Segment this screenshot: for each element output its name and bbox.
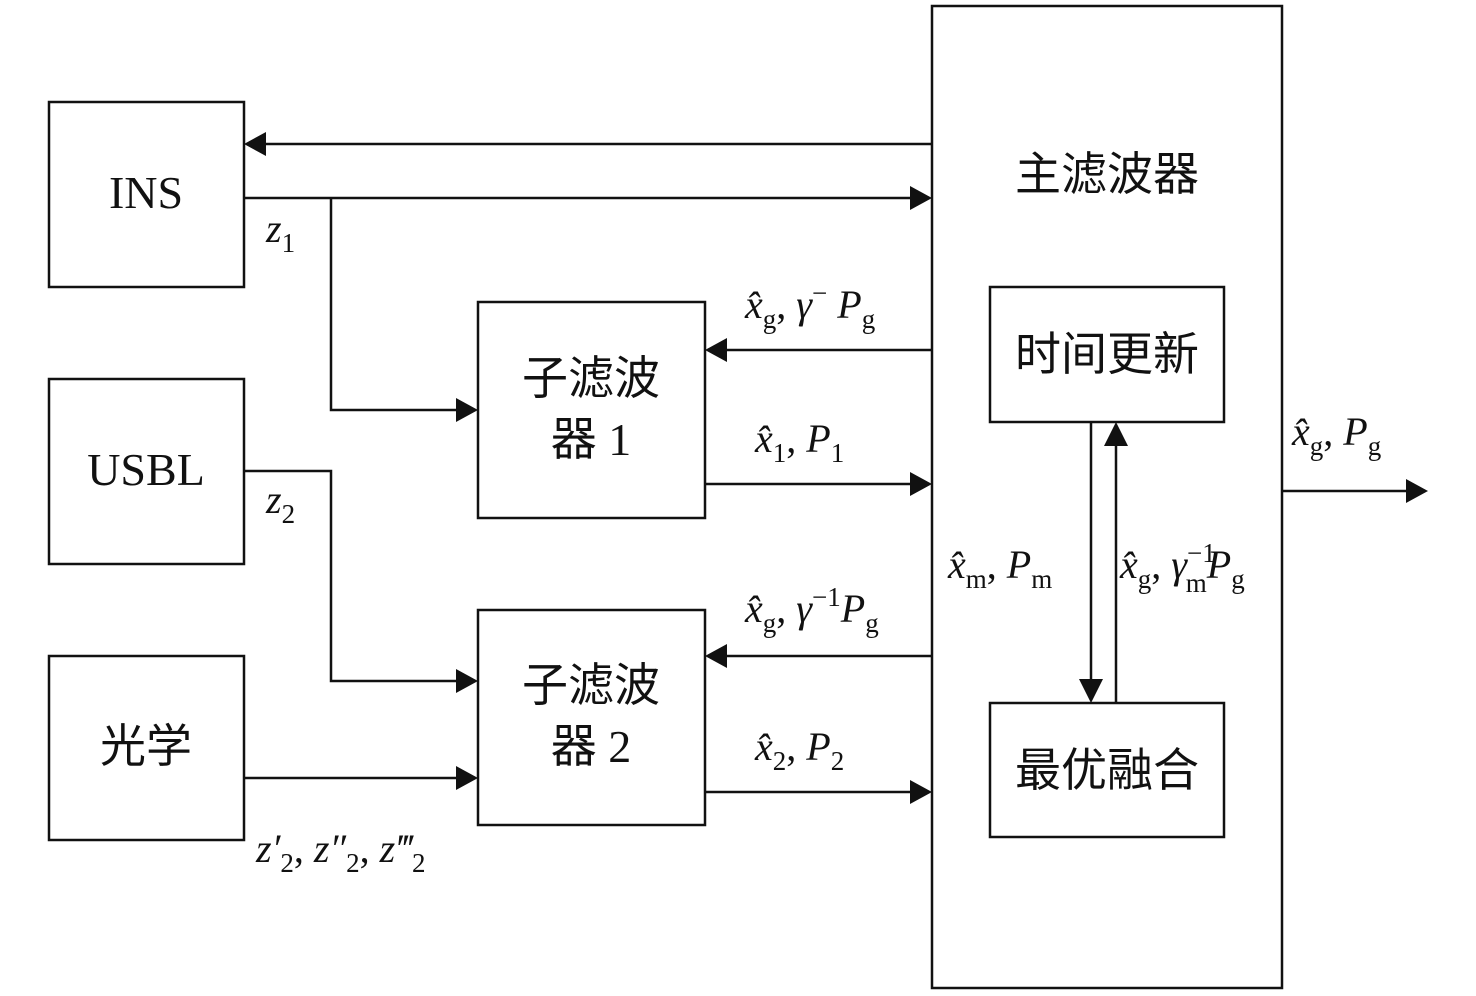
- sub-filter-2-label-line2: 器 2: [551, 721, 632, 772]
- master-output-arrow: [1282, 479, 1428, 503]
- master-to-sub-filter-2-arrow: [705, 644, 932, 668]
- time-update-label: 时间更新: [1015, 329, 1199, 380]
- ins-to-master-arrow: [244, 186, 932, 210]
- time-update-block: 时间更新: [988, 285, 1226, 424]
- z1-label: z1: [265, 206, 295, 258]
- output-label: x̂g, Pg: [1291, 409, 1381, 461]
- usbl-label: USBL: [87, 444, 205, 495]
- z2-label: z2: [265, 477, 295, 529]
- sub-filter-2-to-master-arrow: [705, 780, 932, 804]
- master-filter-label: 主滤波器: [1015, 149, 1199, 200]
- ins-to-sub-filter-1-arrow: [329, 198, 478, 422]
- ins-block: INS: [47, 100, 246, 289]
- estimate-1-label: x̂1, P1: [754, 416, 844, 468]
- optimal-fusion-block: 最优融合: [988, 701, 1226, 839]
- time-update-to-fusion-arrow: [1079, 422, 1103, 703]
- optical-block: 光学: [47, 654, 246, 842]
- feedback-2-label: x̂g, γ−1Pg: [744, 582, 879, 638]
- sub-filter-1-label-line1: 子滤波: [522, 353, 660, 404]
- sub-filter-1-to-master-arrow: [705, 472, 932, 496]
- fusion-to-time-update-arrow: [1104, 422, 1128, 703]
- master-to-ins-feedback-arrow: [244, 132, 932, 156]
- z-optical-label: z′2, z″2, z‴2: [255, 826, 425, 878]
- optimal-fusion-label: 最优融合: [1015, 745, 1199, 796]
- usbl-block: USBL: [47, 377, 246, 566]
- sub-filter-2-label-line1: 子滤波: [522, 660, 660, 711]
- sub-filter-1-block: 子滤波 器 1: [476, 300, 707, 520]
- master-down-label: x̂m, Pm: [947, 542, 1052, 594]
- master-to-sub-filter-1-arrow: [705, 338, 932, 362]
- sub-filter-1-label-line2: 器 1: [551, 414, 632, 465]
- estimate-2-label: x̂2, P2: [754, 724, 844, 776]
- optical-to-sub-filter-2-arrow: [244, 766, 478, 790]
- optical-label: 光学: [100, 721, 192, 772]
- ins-label: INS: [109, 167, 183, 218]
- feedback-1-label: x̂g, γ− Pg: [744, 278, 875, 334]
- usbl-to-sub-filter-2-arrow: [244, 469, 478, 693]
- sub-filter-2-block: 子滤波 器 2: [476, 608, 707, 827]
- master-filter-block: 主滤波器: [930, 4, 1284, 990]
